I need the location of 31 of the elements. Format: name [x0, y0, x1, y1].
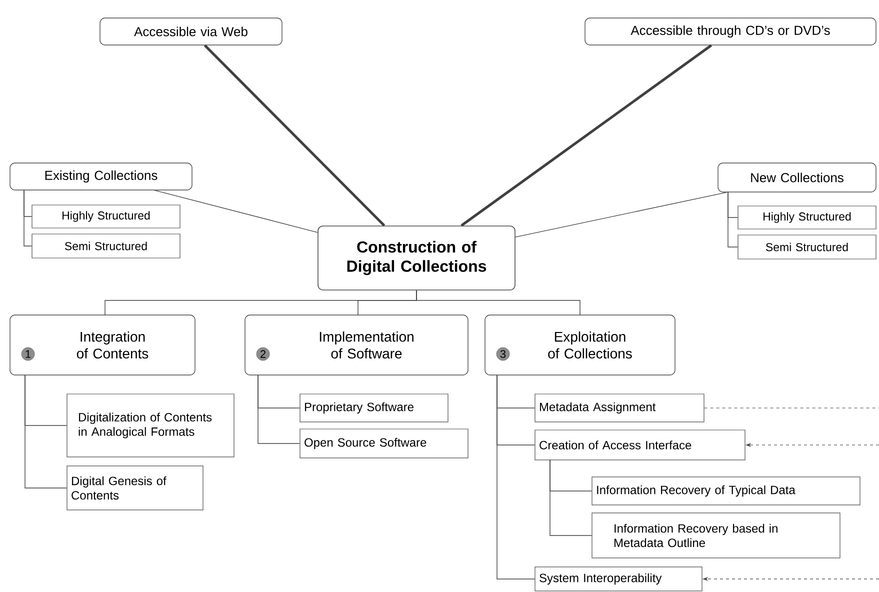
subtopic-box: Digital Genesis of Contents	[66, 466, 204, 510]
number-badge: 3	[496, 347, 510, 361]
connector-line	[515, 192, 728, 238]
topic-box: Accessible through CD’s or DVD’s	[584, 18, 876, 46]
connector-line	[24, 374, 68, 488]
subtopic-box: Highly Structured	[32, 204, 180, 228]
topic-box: Existing Collections	[10, 162, 192, 190]
subtopic-box: Proprietary Software	[300, 394, 448, 422]
subtopic-box: Semi Structured	[32, 234, 180, 258]
subtopic-box: Open Source Software	[300, 428, 468, 458]
subtopic-box: Highly Structured	[738, 206, 876, 230]
connector-line	[550, 460, 592, 536]
number-badge: 1	[21, 347, 35, 361]
number-badge: 2	[256, 347, 270, 361]
connector-line	[496, 374, 536, 580]
central-topic-box: Construction of Digital Collections	[318, 226, 516, 290]
connector-line	[416, 290, 580, 316]
subtopic-box: System Interoperability	[534, 566, 702, 592]
subtopic-box: Digitalization of Contents in Analogical Formats	[66, 394, 234, 458]
topic-box: New Collections	[718, 162, 876, 192]
connector-line	[460, 44, 712, 227]
connector-line	[24, 190, 32, 246]
subtopic-box: Metadata Assignment	[534, 394, 704, 422]
connector-line	[728, 192, 738, 248]
subtopic-box: Information Recovery of Typical Data	[592, 476, 860, 506]
subtopic-box: Information Recovery based in Metadata Outline	[592, 512, 840, 558]
subtopic-box: Creation of Access Interface	[534, 430, 746, 460]
connector-line	[258, 374, 300, 444]
subtopic-box: Semi Structured	[738, 234, 876, 260]
connector-line	[204, 44, 386, 226]
topic-box: Accessible via Web	[100, 18, 282, 46]
